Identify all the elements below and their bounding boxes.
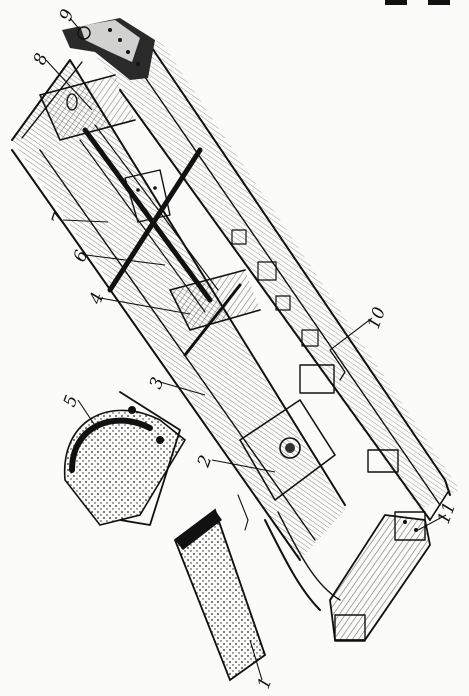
spring-hangers: [231, 229, 399, 473]
front-bracket-plate: [62, 18, 155, 80]
corner-marks: [385, 0, 450, 5]
callout-3: 3: [146, 375, 168, 392]
callout-1: 1: [254, 675, 276, 692]
front-cross-member: [39, 74, 136, 141]
callout-5: 5: [60, 393, 82, 410]
right-side-member: [95, 40, 460, 521]
callout-8: 8: [30, 51, 53, 68]
spring-housing-part: [63, 391, 187, 526]
callout-10: 10: [364, 304, 390, 331]
callout-2: 2: [194, 453, 217, 471]
callout-9: 9: [56, 7, 79, 24]
bumper-block-part: [173, 508, 267, 682]
callout-11: 11: [434, 500, 460, 527]
rear-tow-bracket: [329, 511, 431, 642]
middle-cross-member: [169, 269, 261, 357]
x-brace: [79, 124, 219, 313]
leader-lines: [45, 17, 447, 681]
callout-4: 4: [86, 290, 109, 308]
rear-rail-extension: [264, 511, 341, 611]
left-side-member: [11, 59, 346, 561]
rear-cross-plate: [239, 399, 336, 501]
